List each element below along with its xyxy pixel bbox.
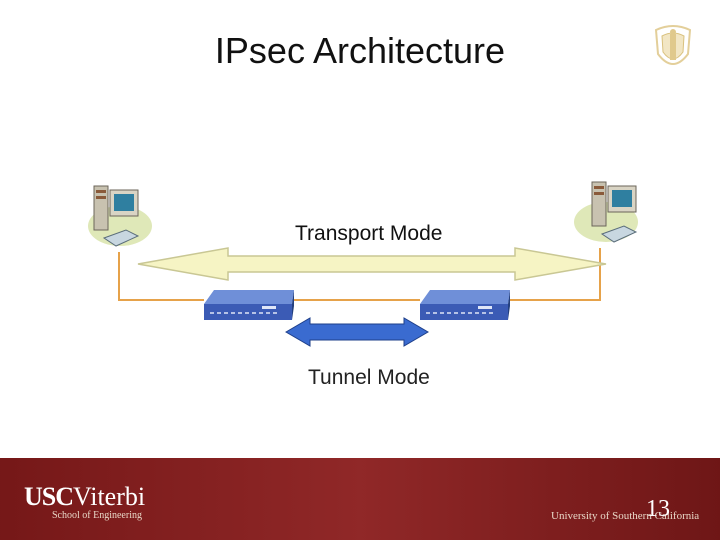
footer-bar: USCViterbi School of Engineering Univers…: [0, 458, 720, 540]
right-computer-icon: [574, 181, 638, 243]
left-host-link: [118, 252, 204, 301]
usc-seal-icon: [654, 25, 692, 65]
transport-mode-label: Transport Mode: [295, 222, 443, 245]
tunnel-mode-arrow: [285, 317, 429, 347]
tunnel-mode-label: Tunnel Mode: [308, 366, 430, 389]
transport-mode-arrow: [137, 247, 607, 281]
page-number: 13: [646, 496, 670, 522]
right-router-icon: [420, 290, 510, 320]
viterbi-wordmark: Viterbi: [73, 482, 146, 511]
slide-title: IPsec Architecture: [214, 30, 506, 71]
usc-viterbi-logo: USCViterbi: [24, 482, 145, 512]
left-computer-icon: [88, 185, 152, 247]
school-name: School of Engineering: [52, 510, 142, 521]
left-router-icon: [204, 290, 294, 320]
usc-wordmark: USC: [24, 482, 74, 511]
university-name: University of Southern California: [551, 510, 700, 522]
ipsec-diagram: [88, 181, 638, 347]
